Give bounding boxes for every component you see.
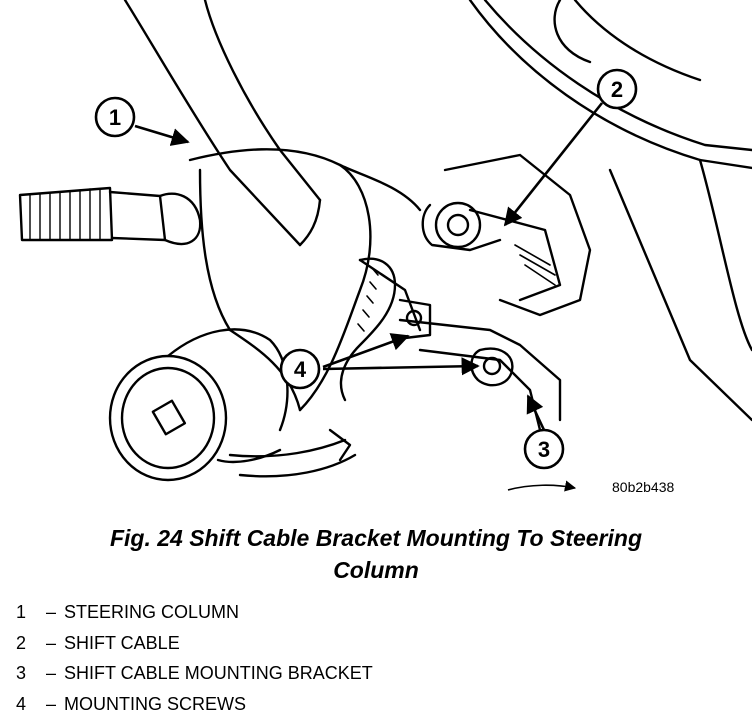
splined-shaft	[20, 188, 112, 240]
steering-column-illustration: 1 2 3 4	[0, 0, 752, 515]
legend-number: 4	[16, 689, 38, 719]
shift-cable-end	[445, 155, 590, 315]
callout-4: 4	[281, 350, 319, 388]
wheel-spoke	[125, 0, 300, 245]
image-code: 80b2b438	[612, 479, 674, 495]
svg-text:3: 3	[538, 437, 550, 462]
legend-label: SHIFT CABLE MOUNTING BRACKET	[64, 658, 373, 689]
caption-line-1: Fig. 24 Shift Cable Bracket Mounting To …	[0, 522, 752, 554]
ignition-cylinder	[110, 356, 226, 480]
legend-label: MOUNTING SCREWS	[64, 689, 246, 719]
legend-item: 4 – MOUNTING SCREWS	[16, 689, 373, 719]
legend-separator: –	[38, 597, 64, 628]
legend-separator: –	[38, 689, 64, 719]
svg-text:2: 2	[611, 77, 623, 102]
caption-line-2: Column	[0, 554, 752, 586]
callout-3: 3	[525, 430, 563, 468]
legend-separator: –	[38, 658, 64, 689]
callout-2-arrow	[505, 103, 602, 225]
legend-number: 2	[16, 628, 38, 659]
legend-item: 1 – STEERING COLUMN	[16, 597, 373, 628]
callout-1-arrow	[135, 126, 188, 142]
callout-legend: 1 – STEERING COLUMN 2 – SHIFT CABLE 3 – …	[16, 597, 373, 719]
legend-label: STEERING COLUMN	[64, 597, 239, 628]
figure-caption: Fig. 24 Shift Cable Bracket Mounting To …	[0, 522, 752, 586]
legend-label: SHIFT CABLE	[64, 628, 180, 659]
svg-text:1: 1	[109, 105, 121, 130]
legend-number: 3	[16, 658, 38, 689]
callout-4-arrow-b	[323, 366, 478, 369]
legend-item: 3 – SHIFT CABLE MOUNTING BRACKET	[16, 658, 373, 689]
legend-number: 1	[16, 597, 38, 628]
detent-plate	[341, 259, 395, 400]
callout-1: 1	[96, 98, 134, 136]
callout-2: 2	[598, 70, 636, 108]
callout-3-arrow	[528, 396, 544, 430]
legend-item: 2 – SHIFT CABLE	[16, 628, 373, 659]
svg-text:4: 4	[294, 357, 307, 382]
legend-separator: –	[38, 628, 64, 659]
